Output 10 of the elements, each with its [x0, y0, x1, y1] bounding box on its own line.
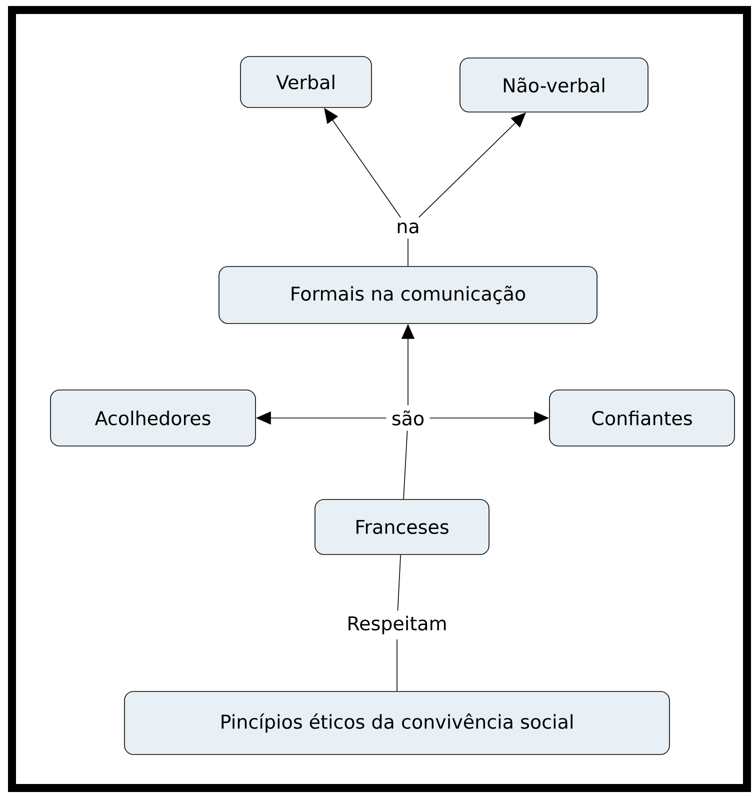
- concept-box: Acolhedores: [50, 390, 256, 446]
- linking-phrase: na: [391, 218, 425, 238]
- concept-box: Verbal: [240, 56, 372, 108]
- concept-box: Confiantes: [549, 390, 735, 446]
- concept-box: Franceses: [314, 499, 490, 555]
- linking-phrase: Respeitam: [342, 610, 452, 640]
- concept-box: Pincípios éticos da convivência social: [124, 691, 670, 755]
- concept-box: Não-verbal: [460, 58, 648, 112]
- concept-box: Formais na comunicação: [218, 266, 598, 324]
- linking-phrase: são: [386, 405, 430, 430]
